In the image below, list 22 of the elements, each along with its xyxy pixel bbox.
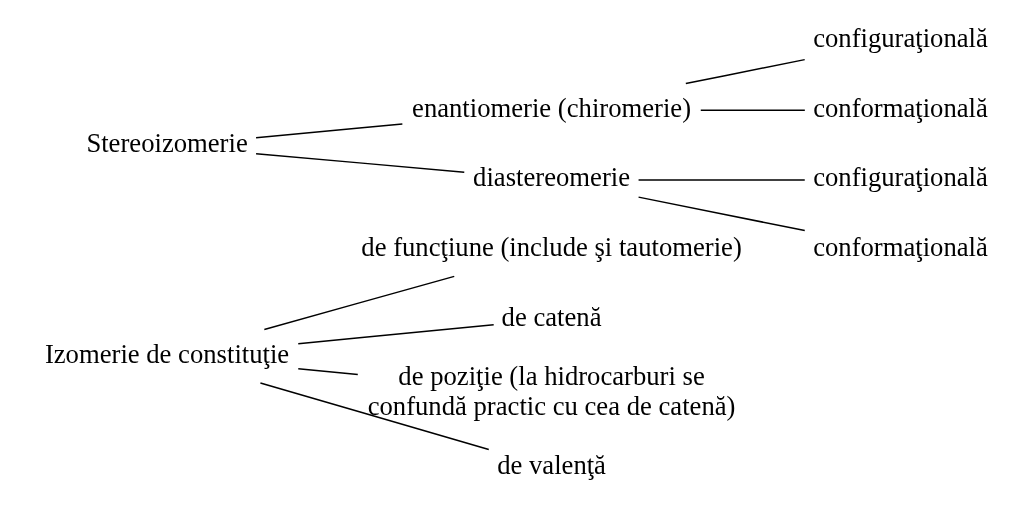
connector (255, 123, 404, 139)
node-text: de valenţă (497, 449, 606, 480)
node-text: enantiomerie (chiromerie) (412, 92, 692, 123)
connector (259, 382, 490, 451)
node-text: conformaţională (813, 232, 988, 263)
node-text: de funcţiune (include şi tautomerie) (361, 232, 742, 263)
connector (637, 196, 806, 232)
node-text: Izomerie de constituţie (44, 338, 290, 369)
node-text: de catenă (501, 301, 602, 332)
connector (700, 109, 806, 111)
node-text: Stereoizomerie (86, 128, 248, 159)
connector (297, 368, 359, 376)
node-text: configuraţională (813, 162, 988, 193)
node-text: diastereomerie (473, 162, 631, 193)
connector (263, 275, 455, 331)
connector (297, 323, 495, 345)
connector (255, 152, 465, 173)
connector (637, 179, 806, 181)
node-text: de poziţie (la hidrocarburi se confundă practic cu cea de catenă) (367, 360, 736, 421)
connector (685, 58, 806, 85)
node-text: configuraţională (813, 23, 988, 54)
node-text: conformaţională (813, 92, 988, 123)
